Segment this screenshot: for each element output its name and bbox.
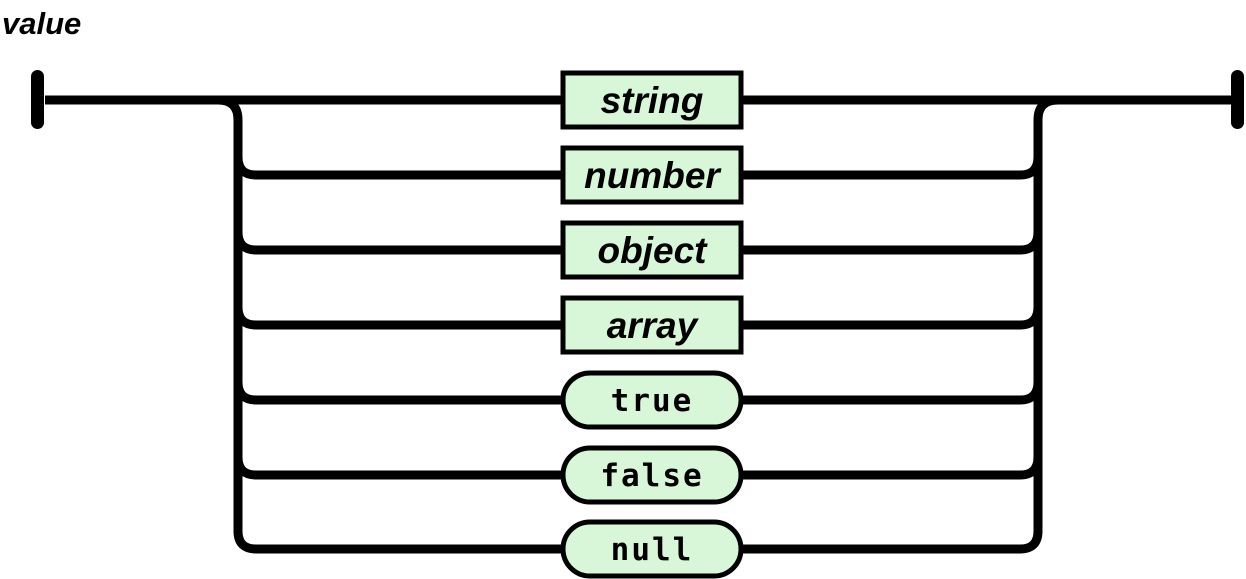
node-pill-true bbox=[560, 370, 744, 430]
connector-lines bbox=[45, 95, 1232, 554]
rail-right-row3 bbox=[741, 231, 1043, 255]
rail-left-row4 bbox=[233, 306, 563, 330]
rail-right-row4 bbox=[741, 306, 1043, 330]
node-object: object bbox=[560, 220, 744, 280]
diagram-title: value bbox=[2, 6, 81, 41]
rail-branch-left bbox=[217, 95, 563, 554]
start-terminal bbox=[31, 70, 44, 129]
node-box-number bbox=[560, 145, 744, 205]
node-box-string bbox=[560, 70, 744, 130]
node-label-string: string bbox=[601, 80, 704, 121]
node-string: string bbox=[560, 70, 744, 130]
node-label-true: true bbox=[611, 383, 694, 419]
node-label-object: object bbox=[598, 230, 709, 271]
node-number: number bbox=[560, 145, 744, 205]
rail-branch-right bbox=[741, 95, 1059, 554]
node-null: null bbox=[560, 519, 744, 579]
node-array: array bbox=[560, 295, 744, 355]
node-true: true bbox=[560, 370, 744, 430]
node-box-array bbox=[560, 295, 744, 355]
node-label-false: false bbox=[600, 458, 703, 494]
rail-right-row5 bbox=[741, 381, 1043, 405]
node-pill-false bbox=[560, 445, 744, 505]
node-label-null: null bbox=[611, 532, 694, 568]
node-label-number: number bbox=[584, 155, 722, 196]
rail-left-row5 bbox=[233, 381, 563, 405]
node-box-object bbox=[560, 220, 744, 280]
rail-right-row6 bbox=[741, 456, 1043, 480]
end-terminal bbox=[1231, 70, 1244, 129]
rail-left-row6 bbox=[233, 456, 563, 480]
rail-left-row3 bbox=[233, 231, 563, 255]
node-label-array: array bbox=[607, 305, 700, 346]
rail-left-row2 bbox=[233, 156, 563, 180]
node-false: false bbox=[560, 445, 744, 505]
rail-right-row2 bbox=[741, 156, 1043, 180]
node-pill-null bbox=[560, 519, 744, 579]
